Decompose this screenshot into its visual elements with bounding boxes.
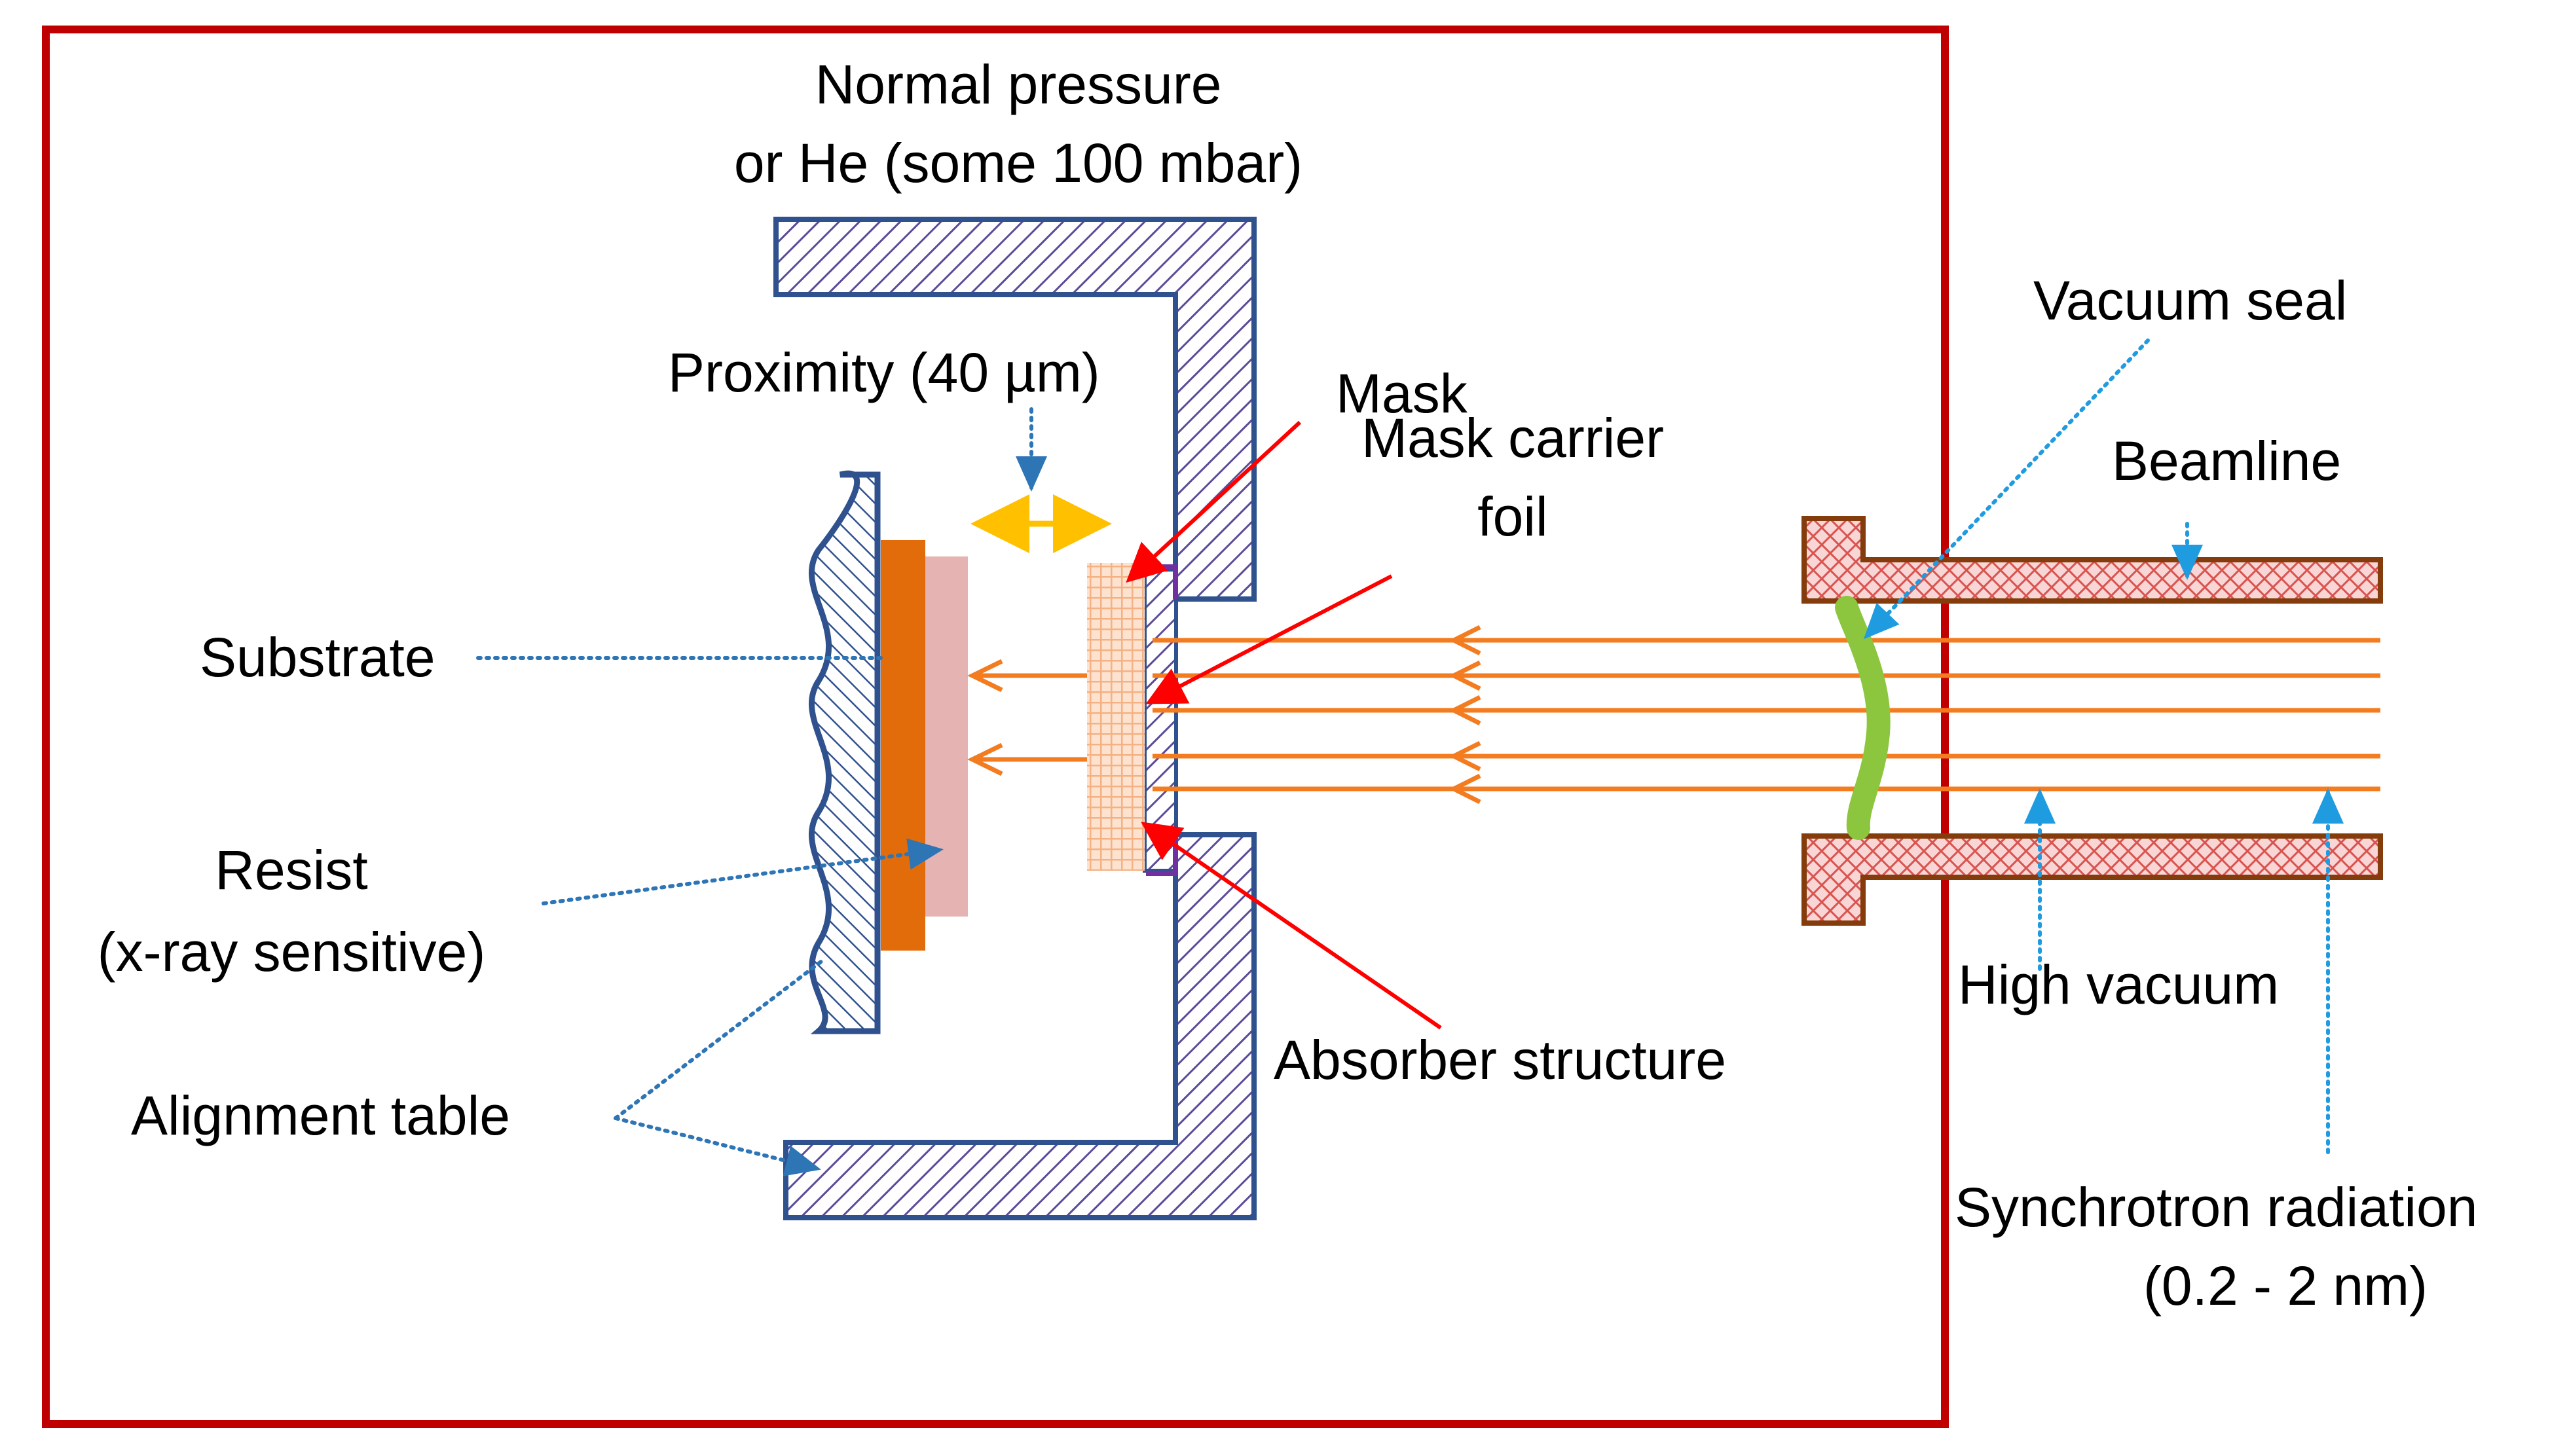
- normal-pressure-label-line1: Normal pressure: [815, 54, 1222, 115]
- red-pointers: [1126, 420, 1442, 1030]
- synchrotron-beam: [967, 625, 2380, 805]
- beamline-lower-wall: [1801, 833, 2383, 926]
- absorber-structure-label: Absorber structure: [1274, 1029, 1726, 1091]
- normal-pressure-label-line2: or He (some 100 mbar): [733, 132, 1303, 194]
- vacuum-seal: [1835, 596, 1891, 840]
- alignment-table: [808, 470, 881, 1034]
- resist-layer: [925, 556, 968, 917]
- mask-label: Mask: [1336, 363, 1468, 424]
- substrate-label: Substrate: [200, 627, 435, 688]
- resist-label-line1: Resist: [215, 839, 368, 901]
- mask-carrier-label-line2: foil: [1477, 486, 1548, 547]
- synchrotron-label-line1: Synchrotron radiation: [1955, 1176, 2478, 1238]
- beamline-label: Beamline: [2112, 430, 2342, 492]
- resist-label-line2: (x-ray sensitive): [97, 921, 486, 983]
- process-chamber-frame: [42, 26, 1949, 1428]
- alignment-table-label: Alignment table: [131, 1085, 511, 1146]
- vacuum-seal-label: Vacuum seal: [2033, 270, 2348, 331]
- chamber-bottom-bracket: [783, 832, 1257, 1220]
- proximity-label: Proximity (40 µm): [668, 342, 1100, 403]
- substrate-layer: [881, 540, 925, 951]
- mask-carrier-label-line1: Mask carrier: [1361, 407, 1665, 469]
- blue-dotted-pointers: [476, 338, 2344, 1176]
- high-vacuum-label: High vacuum: [1958, 954, 2280, 1015]
- synchrotron-label-line2: (0.2 - 2 nm): [2143, 1255, 2428, 1317]
- beamline-upper-wall: [1801, 516, 2383, 604]
- absorber-structure: [1087, 563, 1145, 871]
